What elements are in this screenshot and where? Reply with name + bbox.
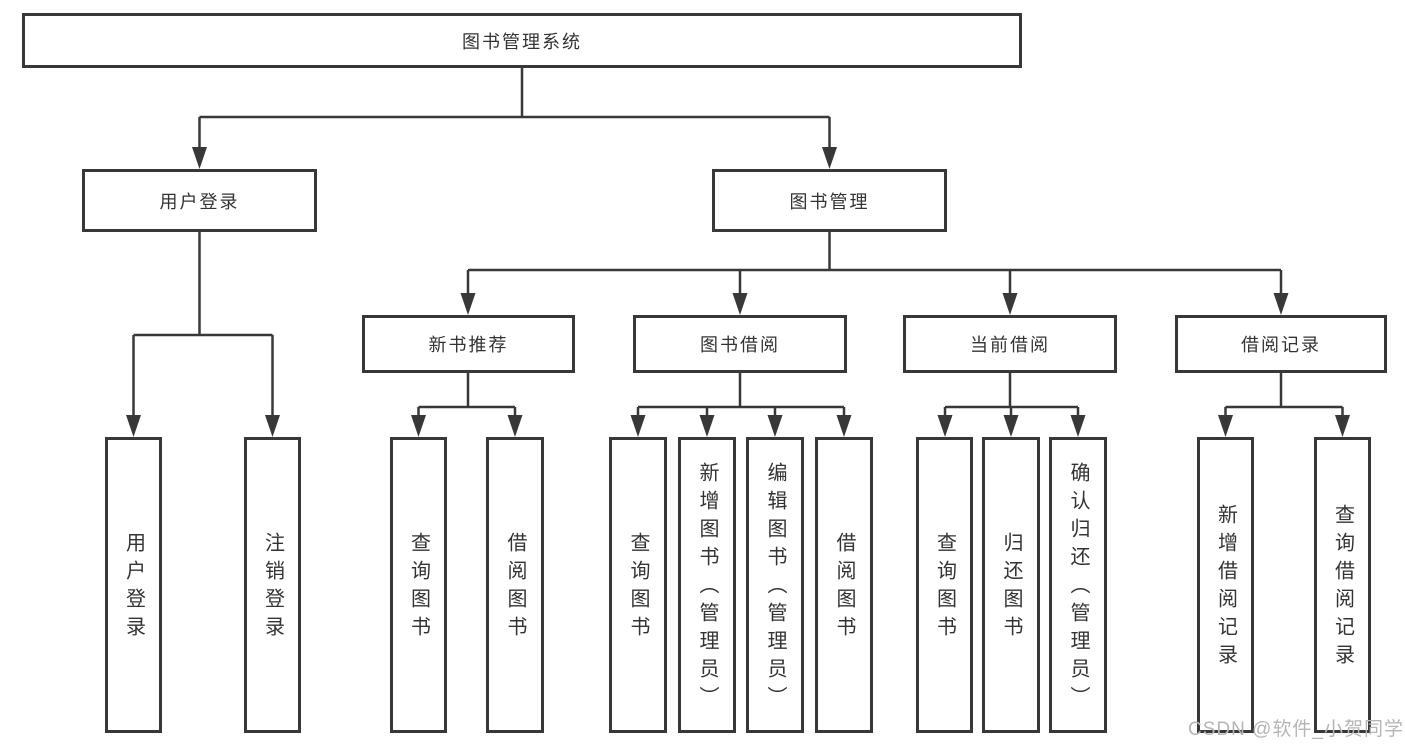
- node-leaf-user-login: 用户登录: [105, 437, 162, 733]
- node-book-management-branch: 图书管理: [712, 169, 947, 232]
- node-user-login-branch: 用户登录: [82, 169, 317, 232]
- node-book-borrow: 图书借阅: [633, 315, 847, 373]
- node-root: 图书管理系统: [22, 13, 1022, 68]
- node-borrow-records: 借阅记录: [1175, 315, 1387, 373]
- node-leaf-query-books-recommend: 查询图书: [390, 437, 447, 733]
- node-leaf-query-borrow-record: 查询借阅记录: [1314, 437, 1371, 733]
- node-leaf-add-borrow-record: 新增借阅记录: [1197, 437, 1254, 733]
- node-current-borrow: 当前借阅: [903, 315, 1117, 373]
- node-leaf-edit-books-admin: 编辑图书（管理员）: [746, 437, 804, 733]
- node-leaf-query-books-borrow: 查询图书: [609, 437, 667, 733]
- node-leaf-borrow-books: 借阅图书: [815, 437, 873, 733]
- node-leaf-query-books-current: 查询图书: [916, 437, 973, 733]
- node-new-book-recommend: 新书推荐: [362, 315, 575, 373]
- node-leaf-borrow-books-recommend: 借阅图书: [486, 437, 544, 733]
- node-leaf-add-books-admin: 新增图书（管理员）: [678, 437, 736, 733]
- csdn-watermark: CSDN @软件_小贺同学: [1188, 719, 1404, 740]
- arrowhead-icons: [126, 147, 1350, 437]
- node-leaf-return-books: 归还图书: [982, 437, 1040, 733]
- node-leaf-confirm-return-admin: 确认归还（管理员）: [1049, 437, 1107, 733]
- node-leaf-logout: 注销登录: [244, 437, 301, 733]
